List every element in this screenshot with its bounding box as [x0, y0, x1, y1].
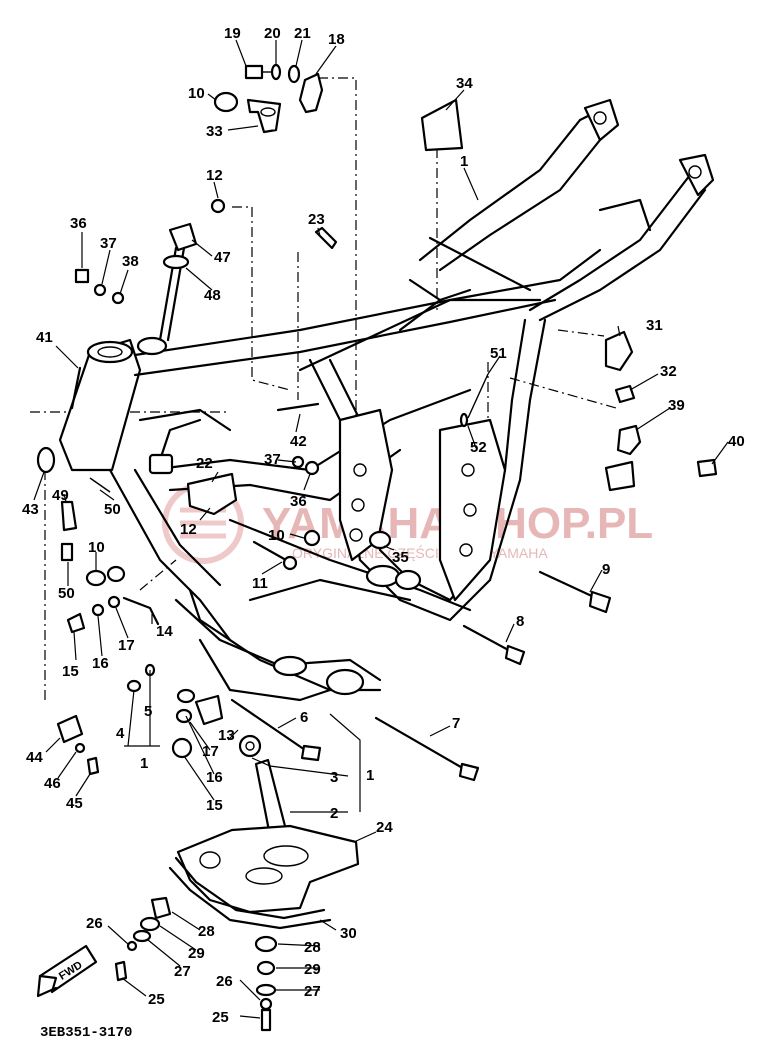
- diagram-code: 3EB351-3170: [40, 1025, 132, 1041]
- callout-38: 38: [122, 253, 139, 270]
- leader-lines: [33, 39, 729, 1019]
- callout-28: 28: [198, 923, 215, 940]
- callout-42: 42: [290, 433, 307, 450]
- cover-44: [56, 714, 84, 744]
- plate-34: [420, 98, 464, 152]
- callout-10: 10: [88, 539, 105, 556]
- callout-26: 26: [86, 915, 103, 932]
- callout-16: 16: [206, 769, 223, 786]
- callout-25: 25: [148, 991, 165, 1008]
- callout-28: 28: [304, 939, 321, 956]
- small-parts: [36, 63, 718, 848]
- callout-17: 17: [202, 743, 219, 760]
- callout-9: 9: [602, 561, 610, 578]
- callout-5: 5: [144, 703, 152, 720]
- callout-43: 43: [22, 501, 39, 518]
- callout-15: 15: [62, 663, 79, 680]
- bolt-19: [244, 64, 264, 80]
- callout-20: 20: [264, 25, 281, 42]
- callout-25: 25: [212, 1009, 229, 1026]
- frame-main: [58, 98, 715, 702]
- callout-39: 39: [668, 397, 685, 414]
- callout-14: 14: [156, 623, 173, 640]
- callout-48: 48: [204, 287, 221, 304]
- callout-22: 22: [196, 455, 213, 472]
- callout-8: 8: [516, 613, 524, 630]
- callout-13: 13: [218, 727, 235, 744]
- callout-36: 36: [290, 493, 307, 510]
- callout-2: 2: [330, 805, 338, 822]
- callout-16: 16: [92, 655, 109, 672]
- callout-44: 44: [26, 749, 43, 766]
- callout-41: 41: [36, 329, 53, 346]
- skid-guard-30: [168, 866, 332, 930]
- bolt-7: [374, 716, 468, 772]
- assembly-lines: [30, 77, 617, 700]
- callout-47: 47: [214, 249, 231, 266]
- callout-50: 50: [58, 585, 75, 602]
- callout-12: 12: [180, 521, 197, 538]
- callout-46: 46: [44, 775, 61, 792]
- callout-6: 6: [300, 709, 308, 726]
- callout-36: 36: [70, 215, 87, 232]
- fwd-arrow-icon: FWD: [36, 944, 98, 998]
- bolt-8: [462, 624, 514, 654]
- callout-17: 17: [118, 637, 135, 654]
- callout-1: 1: [140, 755, 148, 772]
- callout-27: 27: [304, 983, 321, 1000]
- callout-18: 18: [328, 31, 345, 48]
- callout-29: 29: [188, 945, 205, 962]
- callout-1: 1: [460, 153, 468, 170]
- callout-29: 29: [304, 961, 321, 978]
- skid-plate-24: [176, 824, 360, 914]
- head-tube: [58, 338, 142, 472]
- callout-12: 12: [206, 167, 223, 184]
- callout-52: 52: [470, 439, 487, 456]
- callout-10: 10: [268, 527, 285, 544]
- skid-plate: [114, 824, 360, 1032]
- callout-37: 37: [100, 235, 117, 252]
- watermark-subtext: ORYGINALNE CZĘŚCI FIRMY YAMAHA: [292, 544, 548, 561]
- bolt-9: [538, 570, 598, 600]
- callout-7: 7: [452, 715, 460, 732]
- callout-19: 19: [224, 25, 241, 42]
- callout-37: 37: [264, 451, 281, 468]
- callout-51: 51: [490, 345, 507, 362]
- callout-11: 11: [252, 575, 268, 592]
- callout-23: 23: [308, 211, 325, 228]
- callout-45: 45: [66, 795, 83, 812]
- callout-labels: 19 20 21 18 10 33 34 1 12 23 47 48 36 37…: [22, 25, 745, 1026]
- callout-4: 4: [116, 725, 125, 742]
- callout-30: 30: [340, 925, 357, 942]
- callout-15: 15: [206, 797, 223, 814]
- callout-32: 32: [660, 363, 677, 380]
- callout-21: 21: [294, 25, 311, 42]
- callout-10: 10: [188, 85, 205, 102]
- callout-34: 34: [456, 75, 473, 92]
- callout-35: 35: [392, 549, 409, 566]
- callout-50: 50: [104, 501, 121, 518]
- callout-49: 49: [52, 487, 69, 504]
- callout-33: 33: [206, 123, 223, 140]
- callout-3: 3: [330, 769, 338, 786]
- pivot-plate-right: [438, 418, 507, 602]
- callout-26: 26: [216, 973, 233, 990]
- callout-40: 40: [728, 433, 745, 450]
- callout-24: 24: [376, 819, 393, 836]
- callout-27: 27: [174, 963, 191, 980]
- callout-1: 1: [366, 767, 374, 784]
- callout-31: 31: [646, 317, 663, 334]
- bracket-31: [604, 330, 634, 372]
